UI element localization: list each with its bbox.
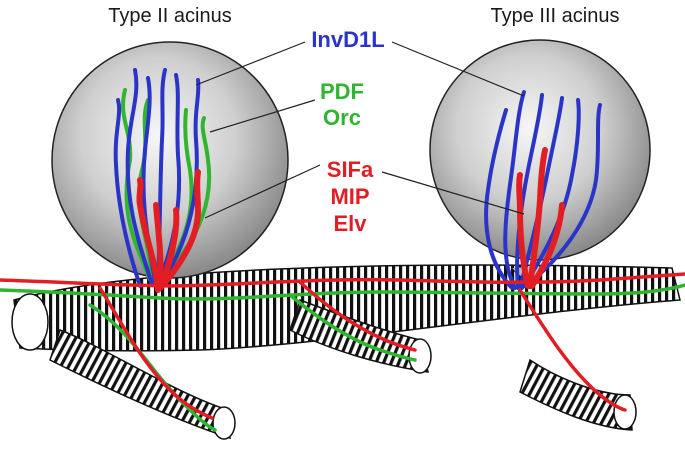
label-orc: Orc xyxy=(323,105,361,130)
right-branch-opening xyxy=(613,394,637,430)
red-nerve-branch-2 xyxy=(298,280,417,352)
red-nerve-main xyxy=(0,272,685,288)
label-pdf: PDF xyxy=(320,79,364,104)
type-ii-innervation xyxy=(113,68,212,293)
label-mip: MIP xyxy=(330,184,369,209)
label-invd1l: InvD1L xyxy=(311,27,384,52)
leader-invd1l-left xyxy=(195,41,306,86)
leader-lines xyxy=(195,41,525,219)
main-duct-opening xyxy=(11,293,49,351)
label-sifa: SIFa xyxy=(327,157,374,182)
type-iii-innervation xyxy=(484,90,602,290)
type-ii-red-fibers xyxy=(136,169,201,293)
label-elv: Elv xyxy=(333,211,367,236)
green-nerve-branch-2 xyxy=(288,293,417,362)
middle-branch-opening xyxy=(408,338,432,374)
red-nerve-branch-1 xyxy=(98,286,214,420)
leader-pdf-orc xyxy=(209,99,316,133)
left-branch-duct xyxy=(49,329,232,440)
type-ii-title: Type II acinus xyxy=(108,5,231,27)
duct-nerve-fibers xyxy=(0,272,685,432)
left-branch-opening xyxy=(212,406,236,440)
leader-invd1l-right xyxy=(391,41,525,97)
type-iii-red-fibers xyxy=(516,147,565,289)
leader-neuropeptides-left xyxy=(204,164,321,219)
type-iii-blue-fibers xyxy=(484,90,602,290)
red-nerve-branch-3 xyxy=(518,288,627,412)
green-nerve-main xyxy=(0,283,685,301)
type-iii-title: Type III acinus xyxy=(491,5,620,27)
leader-neuropeptides-right xyxy=(381,171,525,215)
right-branch-duct xyxy=(519,358,633,431)
